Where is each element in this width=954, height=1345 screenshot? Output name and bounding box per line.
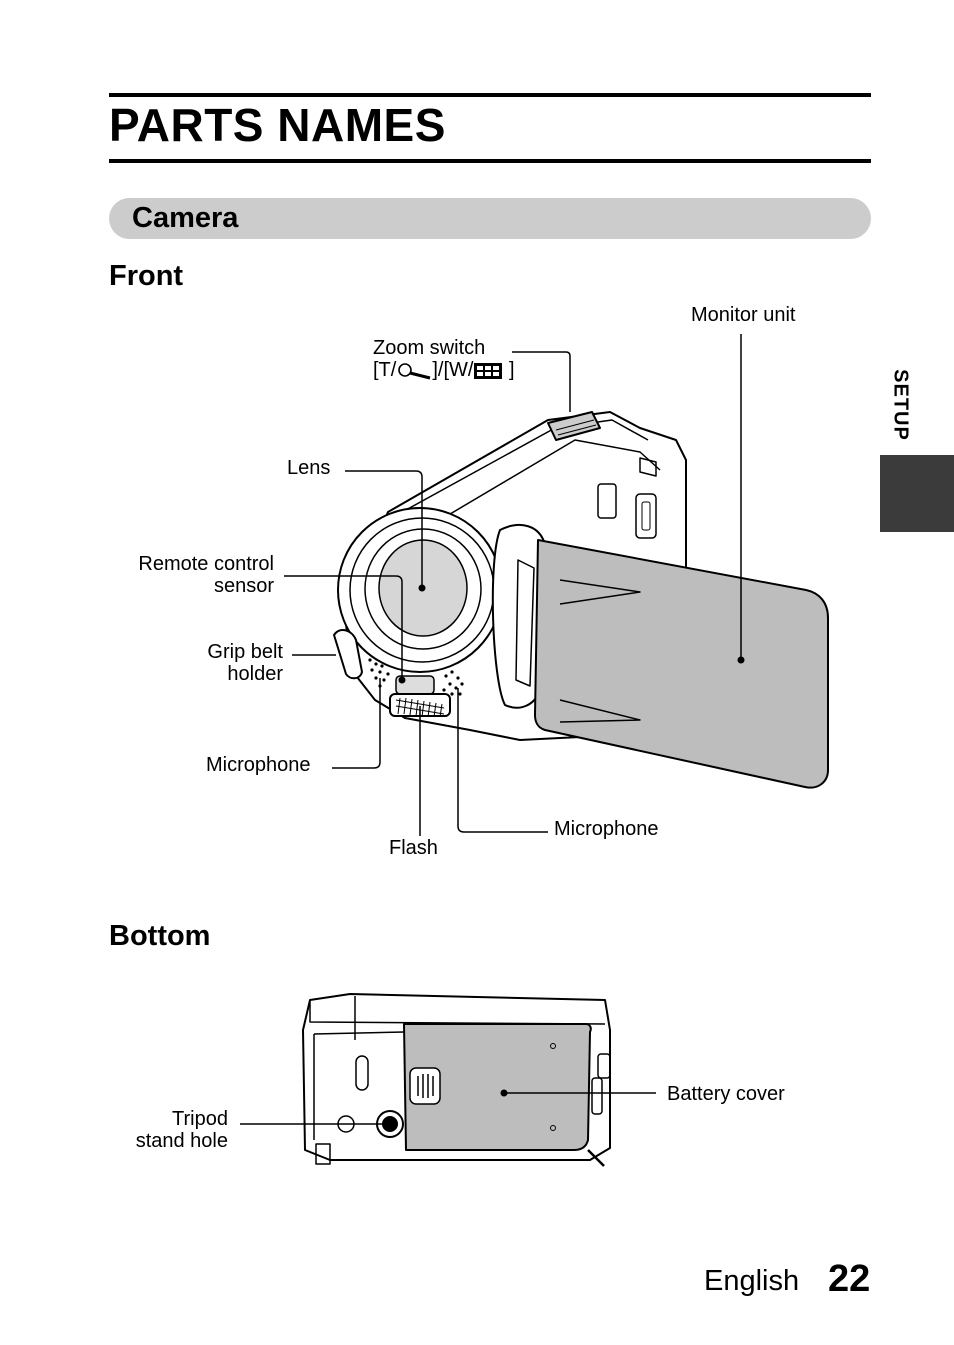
leader-remote (284, 575, 403, 680)
tele-magnifier-icon (398, 362, 431, 380)
front-heading: Front (109, 260, 184, 292)
page-number: 22 (828, 1258, 871, 1300)
zoom-switch-shape (547, 411, 601, 441)
label-grip-line1: Grip belt (207, 641, 283, 663)
section-bar (109, 198, 871, 239)
label-battery-cover: Battery cover (667, 1083, 785, 1105)
label-tripod-line2: stand hole (135, 1130, 228, 1152)
battery-latch (409, 1067, 441, 1105)
label-monitor-unit: Monitor unit (691, 304, 796, 326)
label-microphone-left: Microphone (206, 754, 311, 776)
label-remote-control-sensor: Remote control sensor (104, 553, 274, 597)
leader-mic-right (457, 688, 548, 833)
label-tripod-line1: Tripod (172, 1108, 228, 1130)
microphone-left-shape (368, 658, 390, 688)
label-tripod-stand-hole: Tripod stand hole (100, 1108, 228, 1152)
battery-cover-shape (403, 1023, 592, 1151)
label-remote-line1: Remote control (138, 553, 274, 575)
leader-zoom (512, 351, 571, 412)
label-lens: Lens (287, 457, 331, 479)
header-bottom-rule (109, 159, 871, 163)
label-microphone-right: Microphone (554, 818, 659, 840)
zoom-bracket-open: [T/ (373, 359, 397, 381)
label-zoom-switch-line2: [T/ ]/[W/ ] (373, 359, 515, 381)
side-tab (880, 455, 954, 532)
leader-mic-left (332, 678, 381, 769)
microphone-right-shape (442, 670, 464, 696)
footer-language: English (704, 1265, 800, 1297)
label-grip-line2: holder (227, 663, 283, 685)
label-remote-line2: sensor (213, 575, 274, 597)
leader-lens (345, 470, 423, 588)
zoom-bracket-mid: ]/[W/ (432, 359, 474, 381)
label-flash: Flash (389, 837, 438, 859)
page-title: PARTS NAMES (109, 99, 446, 151)
header-top-rule (109, 93, 871, 97)
zoom-bracket-close: ] (509, 359, 515, 381)
bottom-heading: Bottom (109, 920, 211, 952)
grip-belt-holder-shape (333, 628, 363, 680)
section-title: Camera (132, 202, 239, 234)
label-zoom-switch-line1: Zoom switch (373, 337, 486, 359)
wide-thumbnail-grid-icon (474, 362, 503, 379)
label-grip-belt-holder: Grip belt holder (150, 641, 283, 685)
label-zoom-switch: Zoom switch [T/ ]/[W/ ] (373, 337, 515, 381)
monitor-unit-shape (534, 539, 829, 789)
